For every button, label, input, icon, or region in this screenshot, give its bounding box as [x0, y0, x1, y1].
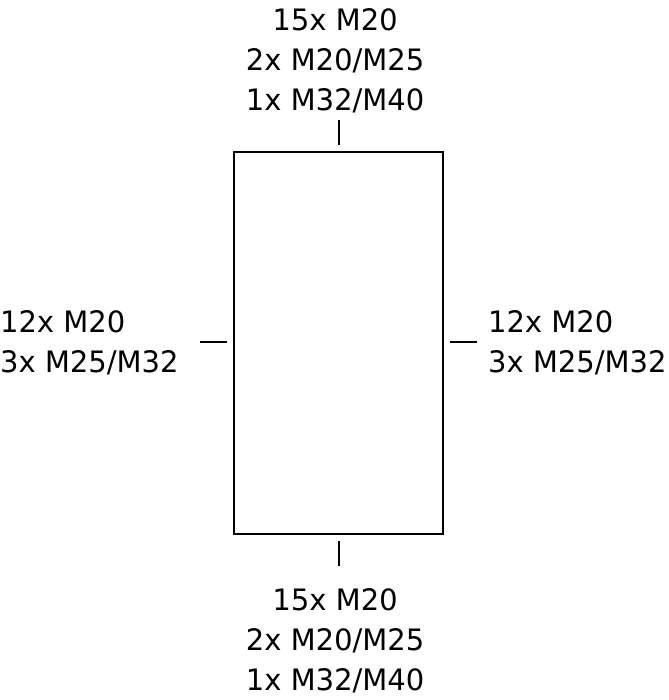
enclosure-box	[233, 151, 444, 535]
right-entry-line-1: 12x M20	[488, 305, 614, 339]
left-entry-line-2: 3x M25/M32	[0, 345, 179, 379]
right-entry-line-2: 3x M25/M32	[488, 345, 667, 379]
bottom-entry-line-3: 1x M32/M40	[245, 663, 425, 697]
right-leader-line	[450, 341, 477, 343]
left-entry-label: 12x M20 3x M25/M32	[0, 302, 190, 382]
top-entry-line-3: 1x M32/M40	[245, 83, 425, 117]
top-leader-line	[338, 120, 340, 145]
bottom-entry-line-2: 2x M20/M25	[245, 623, 425, 657]
left-entry-line-1: 12x M20	[0, 305, 126, 339]
top-entry-line-1: 15x M20	[272, 3, 398, 37]
top-entry-label: 15x M20 2x M20/M25 1x M32/M40	[200, 0, 470, 120]
bottom-entry-label: 15x M20 2x M20/M25 1x M32/M40	[200, 580, 470, 700]
left-leader-line	[200, 341, 227, 343]
top-entry-line-2: 2x M20/M25	[245, 43, 425, 77]
bottom-leader-line	[338, 541, 340, 566]
right-entry-label: 12x M20 3x M25/M32	[488, 302, 669, 382]
bottom-entry-line-1: 15x M20	[272, 583, 398, 617]
